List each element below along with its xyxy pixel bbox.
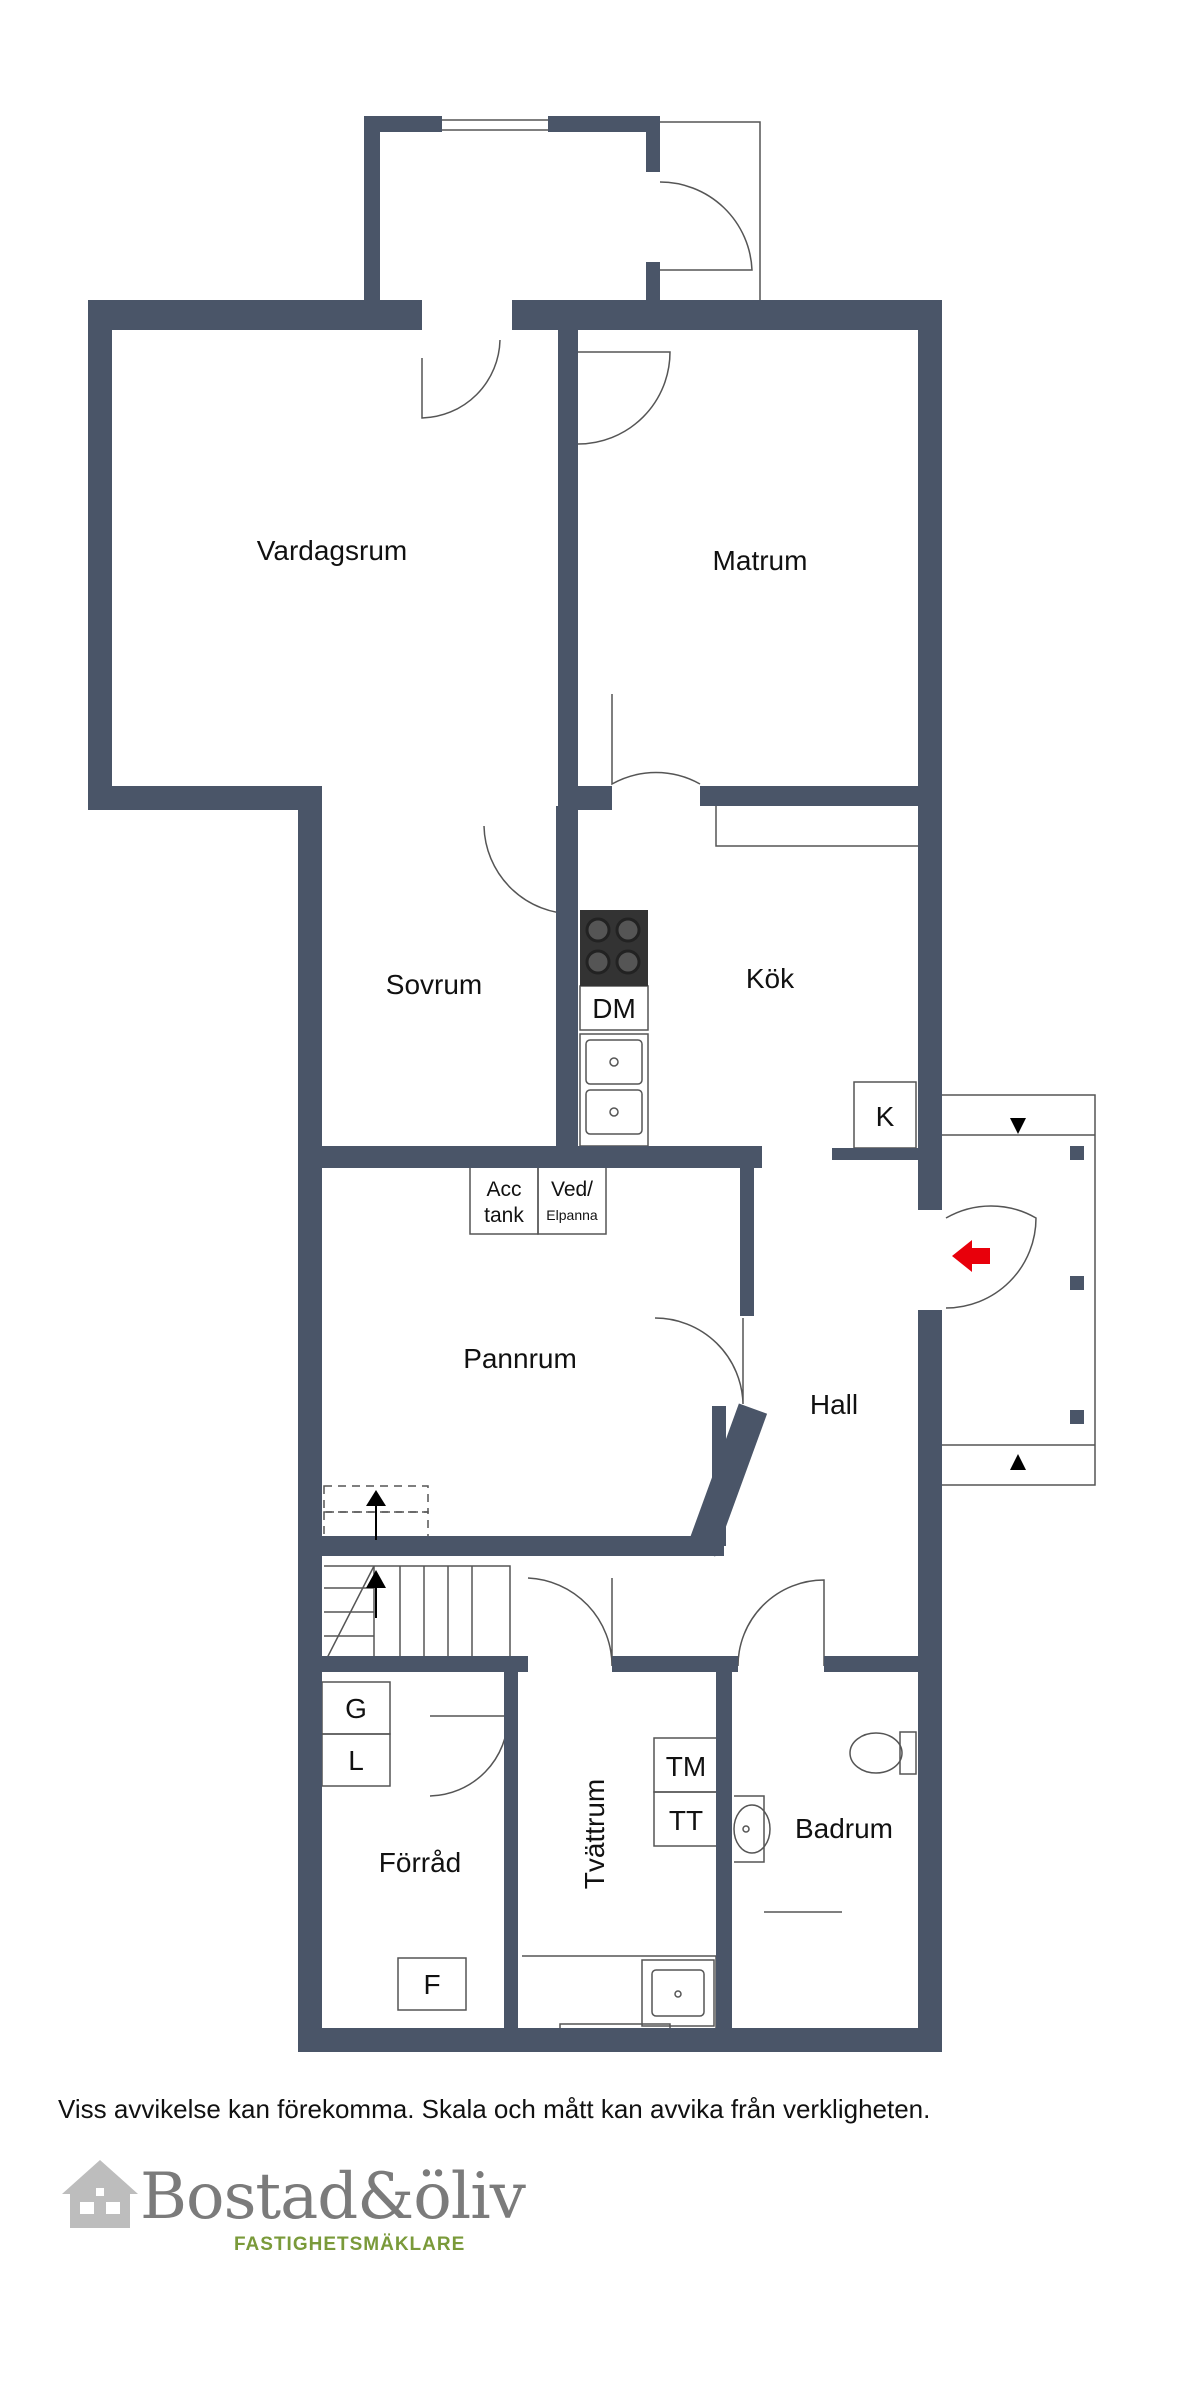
kitchen-sink-icon xyxy=(585,1039,643,1135)
arrows xyxy=(366,1118,1026,1618)
fixture-label-f: F xyxy=(423,1969,440,2000)
fixture-label-acc: Acc xyxy=(486,1178,521,1201)
fixture-label-tm: TM xyxy=(666,1751,706,1782)
fixture-label-l: L xyxy=(348,1745,364,1776)
logo-brand-text: Bostad&öliv xyxy=(140,2160,526,2234)
disclaimer-text: Viss avvikelse kan förekomma. Skala och … xyxy=(58,2094,931,2124)
fixture-label-g: G xyxy=(345,1693,367,1724)
fixture-label-dm: DM xyxy=(592,993,636,1024)
room-label-badrum: Badrum xyxy=(795,1813,893,1844)
room-labels: Vardagsrum Matrum Sovrum Kök Pannrum Hal… xyxy=(257,535,893,1889)
room-label-hall: Hall xyxy=(810,1389,858,1420)
porch-arrow-down-icon xyxy=(1010,1118,1026,1134)
fixture-label-ved: Ved/ xyxy=(551,1178,593,1201)
fixture-label-tank: tank xyxy=(484,1204,524,1227)
fixture-label-k: K xyxy=(876,1101,895,1132)
room-label-kok: Kök xyxy=(746,963,795,994)
stair-arrow-up-lower-icon xyxy=(366,1570,386,1588)
room-label-matrum: Matrum xyxy=(713,545,808,576)
room-floors xyxy=(112,330,918,786)
brand-logo: Bostad&öliv FASTIGHETSMÄKLARE xyxy=(56,2158,616,2268)
logo-tagline: FASTIGHETSMÄKLARE xyxy=(234,2234,466,2255)
bathroom-sink-icon xyxy=(733,1795,771,1863)
room-label-forrad: Förråd xyxy=(379,1847,461,1878)
toilet-icon xyxy=(849,1731,917,1775)
room-label-sovrum: Sovrum xyxy=(386,969,482,1000)
porch-arrow-up-icon xyxy=(1010,1454,1026,1470)
fixture-label-tt: TT xyxy=(669,1805,703,1836)
house-logo-icon xyxy=(62,2160,138,2228)
room-label-pannrum: Pannrum xyxy=(463,1343,577,1374)
fixture-labels: DM K Acc tank Ved/ Elpanna G L F TM TT xyxy=(345,993,895,2000)
room-label-tvattrum: Tvättrum xyxy=(579,1779,610,1889)
laundry-sink-icon xyxy=(651,1969,705,2017)
floor-plan: Vardagsrum Matrum Sovrum Kök Pannrum Hal… xyxy=(88,116,1096,2052)
room-label-vardagsrum: Vardagsrum xyxy=(257,535,407,566)
walls xyxy=(88,116,1084,2052)
entrance-arrow-icon xyxy=(952,1240,990,1272)
wall-openings xyxy=(918,1210,942,1310)
fixture-label-elpanna: Elpanna xyxy=(546,1207,598,1223)
stove-icon xyxy=(580,910,648,986)
stair-arrow-up-icon xyxy=(366,1490,386,1506)
